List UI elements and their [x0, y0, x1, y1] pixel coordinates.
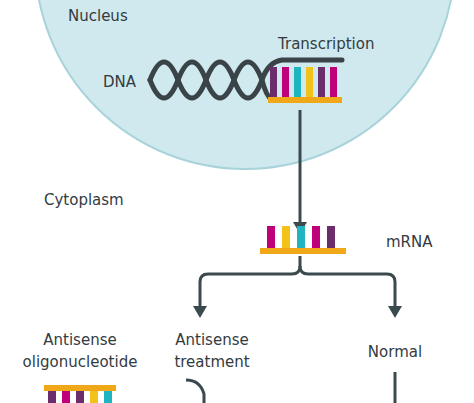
base-bar	[76, 391, 84, 403]
flow-line	[186, 380, 204, 403]
part-label: Antisense treatment	[164, 329, 260, 373]
nucleus-circle: Nucleus	[34, 0, 456, 170]
base-bar	[312, 226, 320, 248]
part-label: DNA	[103, 71, 136, 93]
branch-line	[300, 266, 395, 308]
part-label: mRNA	[386, 231, 433, 253]
node-label: Nucleus	[68, 5, 128, 27]
mrna-backbone	[260, 248, 346, 254]
flow-arrow	[299, 110, 302, 224]
dna-strand	[150, 62, 272, 100]
base-bar	[282, 226, 290, 248]
base-bar	[282, 67, 289, 97]
part-label: Transcription	[278, 33, 374, 55]
rna-backbone	[268, 97, 342, 103]
part-label: Antisense oligonucleotide	[15, 329, 145, 373]
flow-line	[394, 372, 397, 403]
base-bar	[270, 67, 277, 97]
base-bar	[62, 391, 70, 403]
base-bar	[48, 391, 56, 403]
base-bar	[330, 67, 337, 97]
base-bar	[90, 391, 98, 403]
part-label: Cytoplasm	[44, 189, 124, 211]
base-bar	[104, 391, 112, 403]
arrow-head	[388, 306, 402, 318]
base-bar	[306, 67, 313, 97]
branch-line	[200, 256, 300, 308]
arrow-head	[193, 306, 207, 318]
base-bar	[267, 226, 275, 248]
base-bar	[318, 67, 325, 97]
part-label: Normal	[355, 341, 435, 363]
oligo-backbone	[44, 385, 116, 391]
base-bar	[297, 226, 305, 248]
base-bar	[327, 226, 335, 248]
base-bar	[294, 67, 301, 97]
